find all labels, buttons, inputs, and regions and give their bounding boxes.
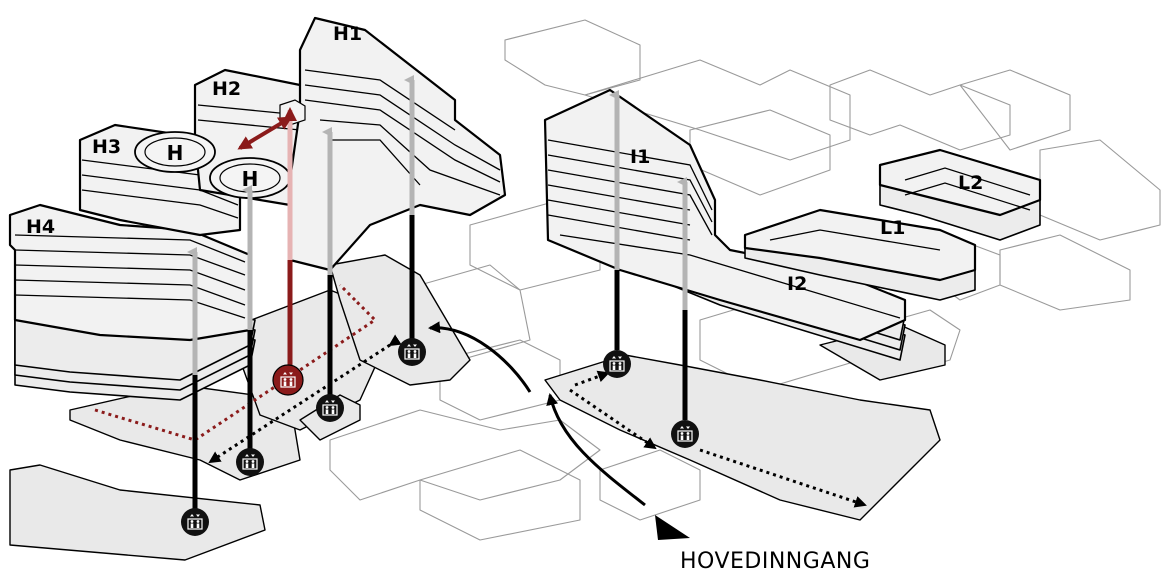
label-main-entrance: HOVEDINNGANG: [680, 549, 870, 572]
i-buildings: [543, 88, 1042, 361]
label-i1: I1: [630, 146, 650, 168]
h-buildings: H H: [8, 16, 507, 401]
elevator-icon: [603, 350, 631, 378]
label-h1: H1: [333, 23, 362, 45]
building-l1: [743, 208, 977, 301]
building-l2: [878, 148, 1042, 241]
elevator-icon: [272, 364, 304, 396]
helipad-label: H: [167, 141, 184, 165]
label-h2: H2: [212, 78, 241, 100]
elevator-icon: [236, 448, 264, 476]
building-labels: H1 H2 H3 H4 I1 I2 L1 L2 HOVEDINNGANG: [26, 23, 983, 574]
label-l2: L2: [958, 172, 983, 194]
elevator-icon: [316, 394, 344, 422]
elevator-icon: [181, 508, 209, 536]
helipad-icon: H: [134, 131, 216, 173]
elevator-icons: [181, 338, 699, 536]
entrance-arrows: [428, 321, 690, 540]
helipad-label: H: [242, 167, 259, 191]
label-i2: I2: [787, 273, 807, 295]
building-h1: [288, 16, 507, 272]
label-h3: H3: [92, 136, 121, 158]
elevator-icon: [671, 420, 699, 448]
building-i1: [543, 88, 907, 361]
elevator-shafts: [187, 75, 688, 510]
label-h4: H4: [26, 216, 55, 238]
label-l1: L1: [880, 217, 905, 239]
entrance-arrow-icon: [655, 515, 690, 540]
elevator-icon: [398, 338, 426, 366]
